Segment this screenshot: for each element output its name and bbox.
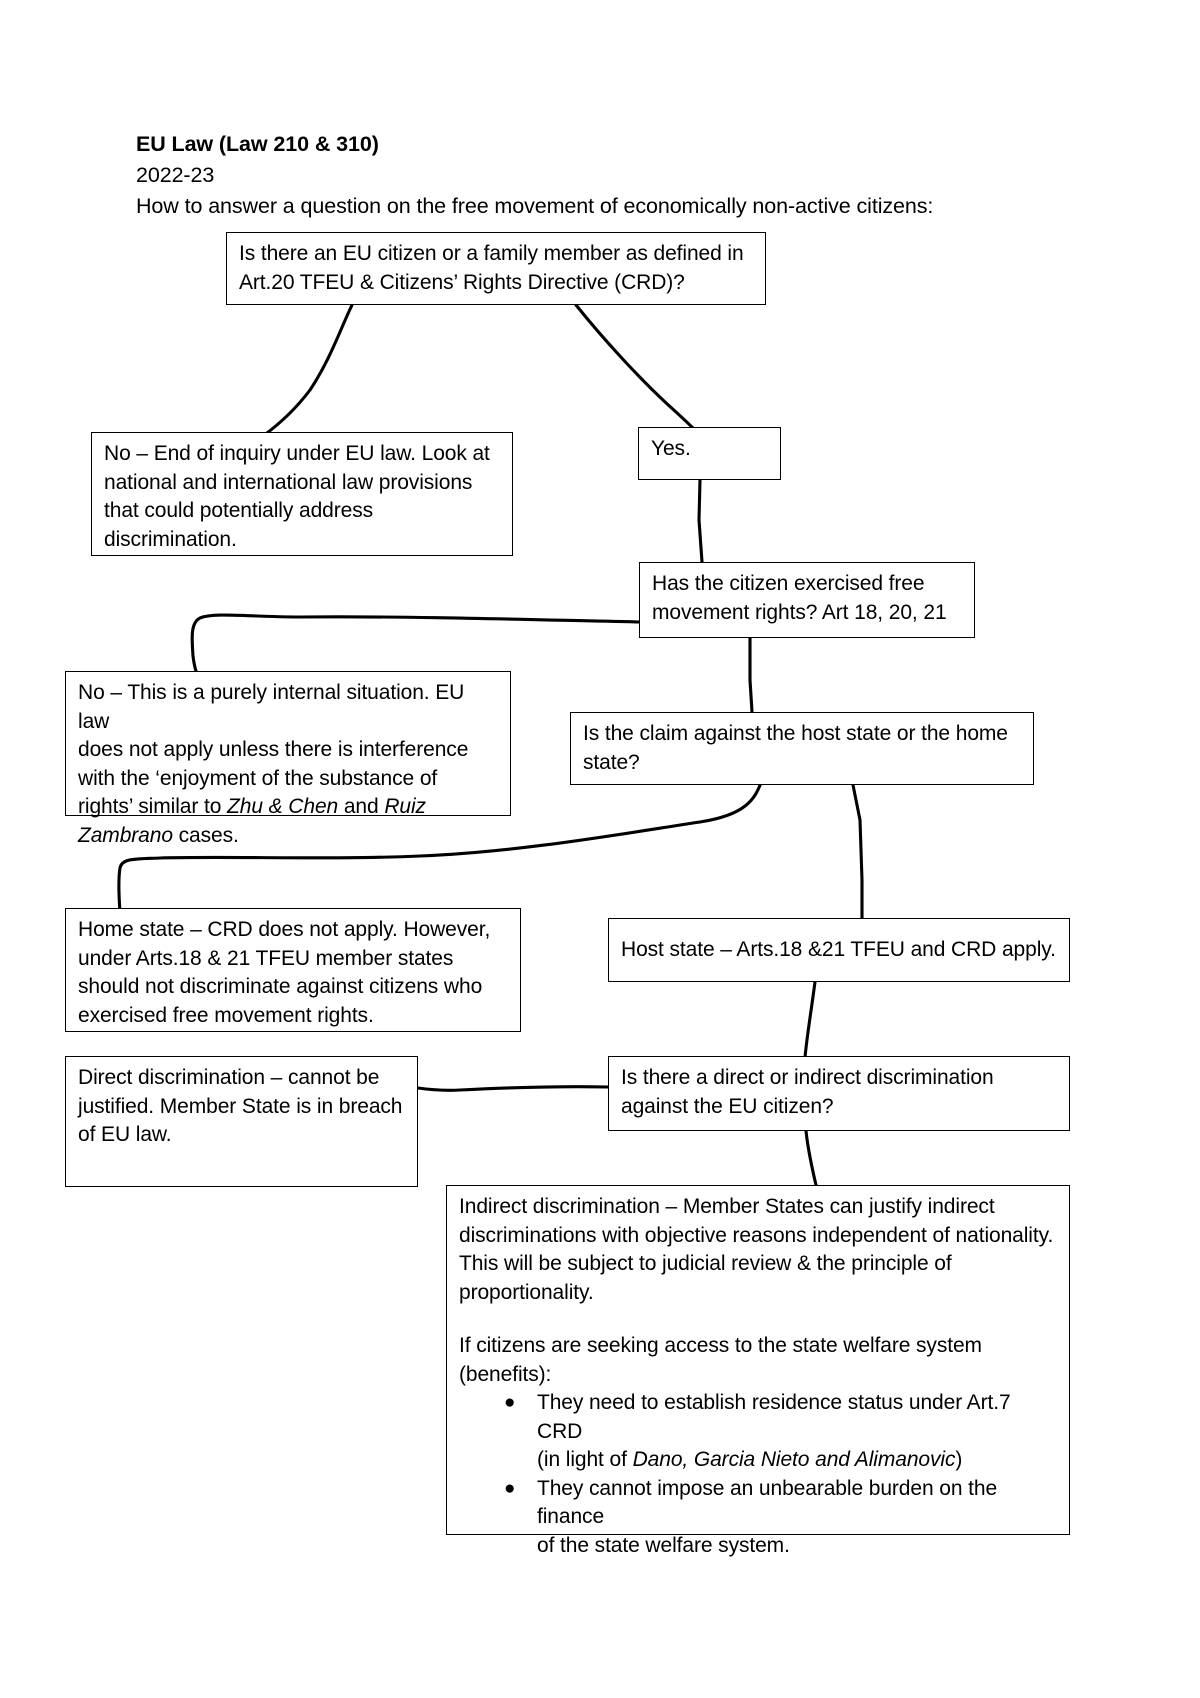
node-yes-label: Yes.	[651, 437, 691, 460]
no-internal-line4-mid: and	[338, 795, 385, 818]
case-ruiz: Ruiz	[384, 795, 426, 818]
bullet-2-line2: of the state welfare system.	[537, 1533, 790, 1557]
node-indirect-discrimination-line3: This will be subject to judicial review …	[459, 1252, 952, 1275]
node-question-eu-citizen-line1: Is there an EU citizen or a family membe…	[239, 242, 744, 265]
node-yes[interactable]: Yes.	[638, 427, 781, 480]
connector-claim-to-hoststate	[850, 778, 864, 920]
node-question-direct-or-indirect[interactable]: Is there a direct or indirect discrimina…	[608, 1056, 1070, 1131]
cases-dano-garcia-nieto-alimanovic: Dano, Garcia Nieto and Alimanovic	[632, 1448, 956, 1471]
node-no-end-of-inquiry[interactable]: No – End of inquiry under EU law. Look a…	[91, 432, 513, 556]
bullet-dot-icon: ●	[504, 1477, 516, 1499]
case-zhu-and-chen: Zhu & Chen	[227, 795, 339, 818]
node-direct-discrimination-line2: justified. Member State is in breach	[78, 1094, 403, 1118]
node-host-state[interactable]: Host state – Arts.18 &21 TFEU and CRD ap…	[608, 918, 1070, 982]
node-no-end-of-inquiry-line2: national and international law provision…	[104, 470, 473, 494]
course-title: EU Law (Law 210 & 310)	[136, 132, 379, 156]
node-question-eu-citizen[interactable]: Is there an EU citizen or a family membe…	[226, 232, 766, 305]
document-header: EU Law (Law 210 & 310) 2022-23 How to an…	[136, 129, 1036, 222]
node-direct-discrimination-line3: of EU law.	[78, 1123, 172, 1146]
node-no-purely-internal-line3: with the ‘enjoyment of the substance of	[78, 766, 438, 790]
node-no-purely-internal-line1: No – This is a purely internal situation…	[78, 681, 465, 733]
node-home-state[interactable]: Home state – CRD does not apply. However…	[65, 908, 521, 1032]
connector-discrimination-to-indirect	[804, 1129, 818, 1187]
no-internal-line4-pre: rights’ similar to	[78, 795, 228, 818]
list-item: ● They need to establish residence statu…	[459, 1389, 1058, 1475]
node-no-end-of-inquiry-line1: No – End of inquiry under EU law. Look a…	[104, 442, 490, 465]
node-indirect-discrimination-line4: proportionality.	[459, 1280, 594, 1304]
node-indirect-discrimination-line1: Indirect discrimination – Member States …	[459, 1195, 995, 1218]
indirect-discrimination-bullet-list: ● They need to establish residence statu…	[459, 1389, 1058, 1560]
connector-freemovement-to-nointernal	[190, 613, 642, 673]
bullet-1-line1: They need to establish residence status …	[537, 1391, 1011, 1443]
node-no-end-of-inquiry-line3: that could potentially address	[104, 499, 374, 522]
bullet-dot-icon: ●	[504, 1392, 516, 1413]
document-subtitle: How to answer a question on the free mov…	[136, 194, 934, 218]
connector-citizen-to-no	[261, 303, 354, 438]
node-no-purely-internal-line2: does not apply unless there is interfere…	[78, 738, 469, 761]
node-question-eu-citizen-line2: Art.20 TFEU & Citizens’ Rights Directive…	[239, 270, 685, 294]
connector-freemovement-to-claim	[748, 636, 754, 714]
node-home-state-line1: Home state – CRD does not apply. However…	[78, 918, 491, 941]
academic-year: 2022-23	[136, 163, 215, 187]
node-no-end-of-inquiry-line4: discrimination.	[104, 527, 237, 551]
node-no-purely-internal-line5: Zambrano cases.	[78, 822, 499, 851]
node-question-direct-or-indirect-line1: Is there a direct or indirect discrimina…	[621, 1066, 994, 1089]
node-home-state-line4: exercised free movement rights.	[78, 1003, 374, 1027]
node-question-host-or-home[interactable]: Is the claim against the host state or t…	[570, 712, 1034, 785]
node-home-state-line2: under Arts.18 & 21 TFEU member states	[78, 946, 454, 970]
node-no-purely-internal[interactable]: No – This is a purely internal situation…	[65, 671, 511, 847]
node-question-host-or-home-line1: Is the claim against the host state or t…	[583, 722, 1008, 745]
bullet-1-line2-post: )	[955, 1448, 963, 1471]
node-question-free-movement[interactable]: Has the citizen exercised free movement …	[639, 562, 975, 638]
connector-yes-to-freemovement	[697, 478, 704, 564]
node-indirect-welfare-intro-line1: If citizens are seeking access to the st…	[459, 1334, 982, 1357]
node-direct-discrimination[interactable]: Direct discrimination – cannot be justif…	[65, 1056, 418, 1187]
no-internal-line5-post: cases.	[172, 823, 239, 847]
node-host-state-label: Host state – Arts.18 &21 TFEU and CRD ap…	[621, 938, 1056, 962]
node-question-free-movement-line2: movement rights? Art 18, 20, 21	[652, 600, 947, 624]
case-zambrano: Zambrano	[78, 823, 173, 847]
bullet-2-line1: They cannot impose an unbearable burden …	[537, 1476, 998, 1529]
bullet-1-line2-pre: (in light of	[537, 1448, 633, 1471]
connector-discrimination-to-direct	[416, 1085, 610, 1092]
node-no-purely-internal-line4: rights’ similar to Zhu & Chen and Ruiz	[78, 793, 499, 822]
node-indirect-welfare-intro-line2: (benefits):	[459, 1362, 552, 1386]
node-indirect-discrimination-line2: discriminations with objective reasons i…	[459, 1223, 1054, 1247]
connector-citizen-to-yes	[574, 303, 700, 435]
node-question-direct-or-indirect-line2: against the EU citizen?	[621, 1094, 834, 1118]
node-indirect-discrimination[interactable]: Indirect discrimination – Member States …	[446, 1185, 1070, 1557]
node-direct-discrimination-line1: Direct discrimination – cannot be	[78, 1066, 380, 1089]
node-question-host-or-home-line2: state?	[583, 750, 640, 774]
connector-hoststate-to-discrimination	[803, 980, 817, 1063]
node-home-state-line3: should not discriminate against citizens…	[78, 975, 483, 998]
node-question-free-movement-line1: Has the citizen exercised free	[652, 572, 925, 595]
list-item: ● They cannot impose an unbearable burde…	[459, 1475, 1058, 1561]
